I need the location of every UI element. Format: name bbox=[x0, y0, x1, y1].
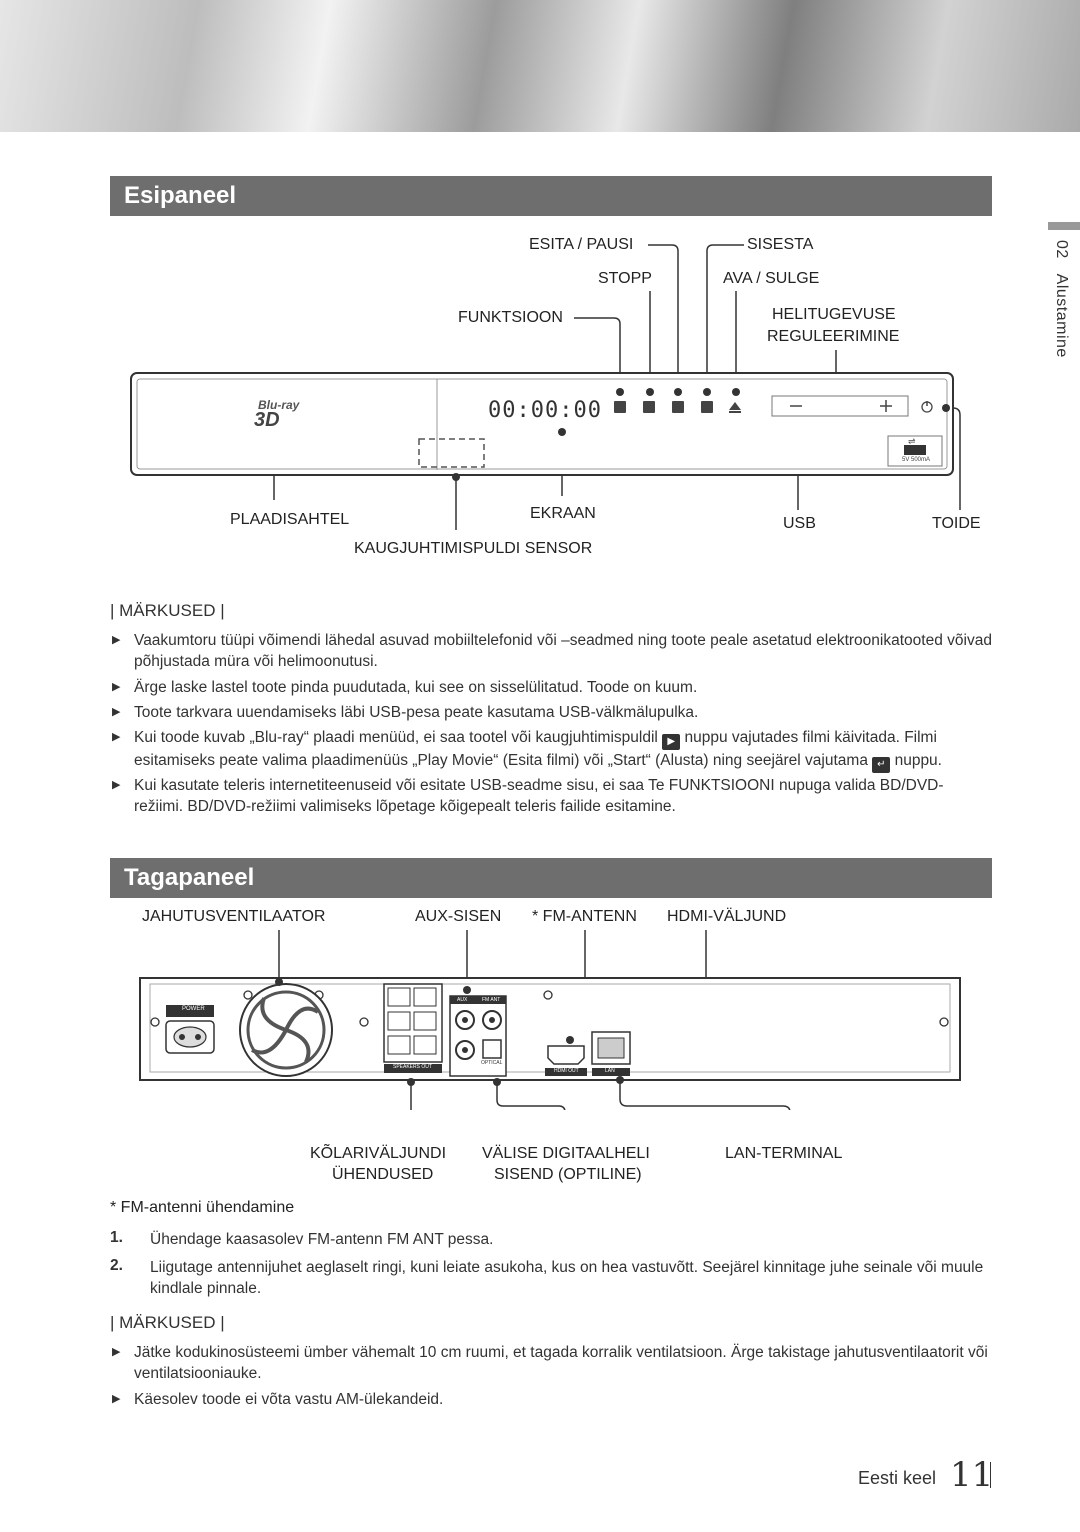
note-item: ▶ Toote tarkvara uuendamiseks läbi USB-p… bbox=[112, 704, 699, 721]
label-volume-2: REGULEERIMINE bbox=[767, 328, 900, 345]
play-icon: ▶ bbox=[662, 734, 681, 750]
label-function: FUNKTSIOON bbox=[458, 309, 563, 326]
note-item: ▶ Jätke kodukinosüsteemi ümber vähemalt … bbox=[112, 1344, 988, 1382]
enter-icon: ↵ bbox=[872, 757, 891, 773]
step-text: Liigutage antennijuhet aeglaselt ringi, … bbox=[150, 1259, 984, 1297]
fm-ant-label: FM ANT bbox=[482, 997, 501, 1003]
label-power: TOIDE bbox=[932, 515, 981, 532]
note-item: ▶ Kui toode kuvab „Blu-ray“ plaadi menüü… bbox=[112, 727, 992, 773]
notes-heading: | MÄRKUSED | bbox=[110, 1313, 225, 1332]
note-item: ▶ Ärge laske lastel toote pinda puudutad… bbox=[112, 679, 698, 696]
triangle-right-icon: ▶ bbox=[112, 706, 121, 718]
chapter-title: Alustamine bbox=[1053, 273, 1070, 358]
label-digital-2: SISEND (OPTILINE) bbox=[494, 1166, 642, 1183]
chapter-label: 02 Alustamine bbox=[1052, 240, 1070, 358]
step-text: Ühendage kaasasolev FM-antenn FM ANT pes… bbox=[150, 1231, 494, 1248]
usb-rating: 5V 500mA bbox=[902, 457, 931, 463]
lan-port-label: LAN bbox=[605, 1068, 615, 1074]
label-open-close: AVA / SULGE bbox=[723, 270, 820, 287]
footer-language: Eesti keel bbox=[858, 1468, 937, 1488]
note-item: ▶ Kui kasutate teleris internetiteenusei… bbox=[112, 777, 944, 815]
notes-heading: | MÄRKUSED | bbox=[110, 601, 225, 620]
label-display: EKRAAN bbox=[530, 505, 596, 522]
power-port-label: POWER bbox=[182, 1006, 205, 1012]
hdmi-out-label: HDMI OUT bbox=[554, 1068, 579, 1074]
label-volume-1: HELITUGEVUSE bbox=[772, 306, 896, 323]
page-number: 11 bbox=[950, 1455, 994, 1495]
label-fm: * FM-ANTENN bbox=[532, 908, 637, 925]
label-speaker-1: KÕLARIVÄLJUNDI bbox=[310, 1145, 447, 1162]
triangle-right-icon: ▶ bbox=[112, 779, 121, 791]
fm-heading: * FM-antenni ühendamine bbox=[110, 1199, 295, 1216]
label-remote-sensor: KAUGJUHTIMISPULDI SENSOR bbox=[354, 540, 593, 557]
label-digital-1: VÄLISE DIGITAALHELI bbox=[482, 1145, 650, 1162]
triangle-right-icon: ▶ bbox=[112, 731, 121, 743]
note-item: ▶ Vaakumtoru tüüpi võimendi lähedal asuv… bbox=[112, 632, 992, 670]
label-usb: USB bbox=[783, 515, 816, 532]
triangle-right-icon: ▶ bbox=[112, 1346, 121, 1358]
label-lan: LAN-TERMINAL bbox=[725, 1145, 843, 1162]
section-heading-rear: Tagapaneel bbox=[110, 858, 992, 898]
speaker-out-label: SPEAKERS OUT bbox=[393, 1064, 432, 1070]
aux-in-label: AUX bbox=[457, 997, 468, 1003]
label-disc-tray: PLAADISAHTEL bbox=[230, 511, 350, 528]
footer-divider bbox=[990, 1462, 991, 1488]
section-heading-front: Esipaneel bbox=[110, 176, 992, 216]
label-speaker-2: ÜHENDUSED bbox=[332, 1166, 434, 1183]
bluray-logo: Blu-ray bbox=[258, 398, 300, 412]
triangle-right-icon: ▶ bbox=[112, 634, 121, 646]
3d-logo: 3D bbox=[254, 409, 280, 431]
step-number: 2. bbox=[110, 1257, 123, 1274]
step-number: 1. bbox=[110, 1229, 123, 1246]
triangle-right-icon: ▶ bbox=[112, 681, 121, 693]
label-play-pause: ESITA / PAUSI bbox=[529, 236, 634, 253]
optical-label: OPTICAL bbox=[481, 1060, 503, 1066]
label-stop: STOPP bbox=[598, 270, 652, 287]
label-aux: AUX-SISEN bbox=[415, 908, 502, 925]
header-banner bbox=[0, 0, 1080, 132]
label-eject: SISESTA bbox=[747, 236, 814, 253]
chapter-number: 02 bbox=[1053, 240, 1070, 259]
usb-icon: ⇌ bbox=[908, 436, 916, 446]
triangle-right-icon: ▶ bbox=[112, 1393, 121, 1405]
display-digits: 00:00:00 bbox=[488, 398, 602, 423]
label-fan: JAHUTUSVENTILAATOR bbox=[142, 908, 326, 925]
chapter-tab bbox=[1048, 222, 1080, 230]
note-item: ▶ Käesolev toode ei võta vastu AM-ülekan… bbox=[112, 1391, 444, 1408]
label-hdmi: HDMI-VÄLJUND bbox=[667, 908, 787, 925]
front-panel-diagram bbox=[130, 244, 961, 530]
rear-panel-diagram bbox=[139, 930, 961, 1110]
